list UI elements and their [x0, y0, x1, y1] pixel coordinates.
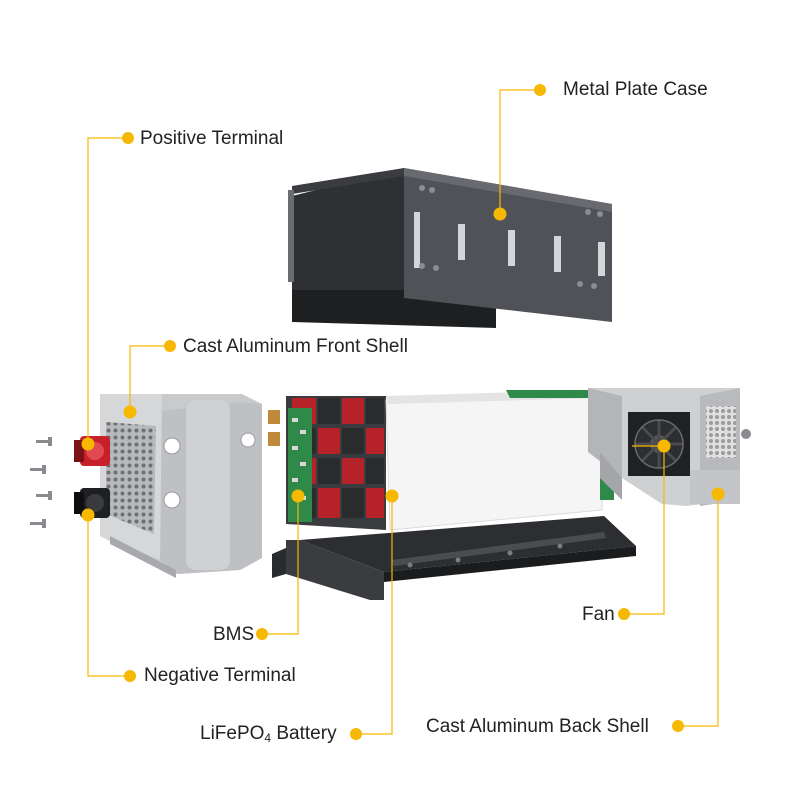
marker-dots	[81, 84, 725, 740]
dot-marker-icon	[124, 670, 136, 682]
label-lifepo4-battery: LiFePO4 Battery	[200, 723, 337, 745]
dot-marker-icon	[385, 489, 399, 503]
dot-marker-icon	[534, 84, 546, 96]
label-negative-terminal: Negative Terminal	[144, 665, 296, 686]
dot-marker-icon	[81, 508, 95, 522]
dot-marker-icon	[657, 439, 671, 453]
metal-plate-case	[288, 168, 612, 328]
dot-marker-icon	[164, 340, 176, 352]
label-cast-aluminum-front-shell: Cast Aluminum Front Shell	[183, 336, 408, 357]
dot-marker-icon	[123, 405, 137, 419]
label-metal-plate-case: Metal Plate Case	[563, 79, 708, 100]
dot-marker-icon	[350, 728, 362, 740]
dot-marker-icon	[711, 487, 725, 501]
label-battery-subscript: 4	[264, 731, 272, 745]
label-fan: Fan	[582, 604, 615, 625]
label-bms: BMS	[213, 624, 255, 645]
dot-marker-icon	[291, 489, 305, 503]
label-battery-main: LiFePO	[200, 723, 265, 744]
dot-marker-icon	[81, 437, 95, 451]
dot-marker-icon	[493, 207, 507, 221]
dot-marker-icon	[122, 132, 134, 144]
terminal-screws	[30, 437, 52, 528]
leader-lines	[87, 89, 719, 735]
label-positive-terminal: Positive Terminal	[140, 128, 284, 149]
cast-aluminum-front-shell	[100, 394, 262, 578]
label-cast-aluminum-back-shell: Cast Aluminum Back Shell	[426, 716, 649, 737]
dot-marker-icon	[618, 608, 630, 620]
cast-aluminum-back-shell	[588, 388, 751, 506]
dot-marker-icon	[256, 628, 268, 640]
lifepo4-battery-pack	[268, 390, 614, 531]
dot-marker-icon	[672, 720, 684, 732]
label-battery-tail: Battery	[271, 723, 337, 744]
base-tray	[272, 516, 636, 600]
